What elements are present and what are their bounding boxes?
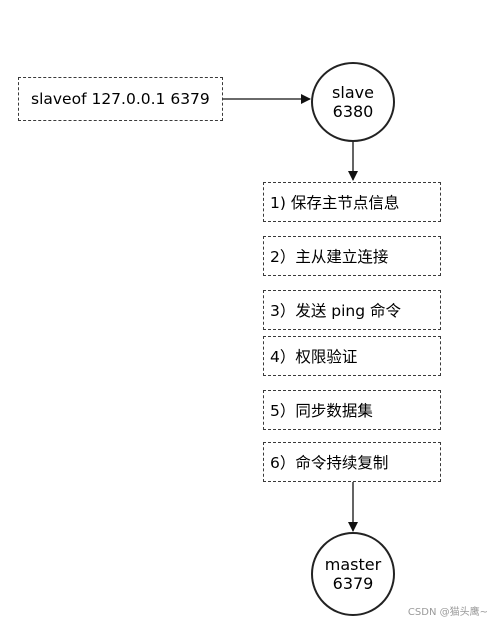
master-node: master 6379 bbox=[311, 532, 395, 616]
master-node-name: master bbox=[324, 555, 382, 574]
step-label: 4）权限验证 bbox=[270, 348, 358, 366]
slaveof-command-text: slaveof 127.0.0.1 6379 bbox=[31, 90, 210, 108]
csdn-watermark: CSDN @猫头鹰~ bbox=[407, 607, 488, 618]
step-label: 1) 保存主节点信息 bbox=[270, 194, 400, 212]
step-send-ping: 3）发送 ping 命令 bbox=[263, 290, 441, 330]
step-label: 5）同步数据集 bbox=[270, 402, 373, 420]
slave-node-port: 6380 bbox=[332, 102, 374, 121]
master-node-port: 6379 bbox=[332, 574, 374, 593]
step-label: 6）命令持续复制 bbox=[270, 454, 389, 472]
step-save-master-info: 1) 保存主节点信息 bbox=[263, 182, 441, 222]
step-auth-verification: 4）权限验证 bbox=[263, 336, 441, 376]
step-label: 3）发送 ping 命令 bbox=[270, 302, 402, 320]
step-label: 2）主从建立连接 bbox=[270, 248, 389, 266]
step-sync-dataset: 5）同步数据集 bbox=[263, 390, 441, 430]
slaveof-command-box: slaveof 127.0.0.1 6379 bbox=[18, 77, 223, 121]
slave-node: slave 6380 bbox=[311, 62, 395, 142]
slave-node-name: slave bbox=[332, 83, 374, 102]
step-continuous-replication: 6）命令持续复制 bbox=[263, 442, 441, 482]
step-establish-connection: 2）主从建立连接 bbox=[263, 236, 441, 276]
